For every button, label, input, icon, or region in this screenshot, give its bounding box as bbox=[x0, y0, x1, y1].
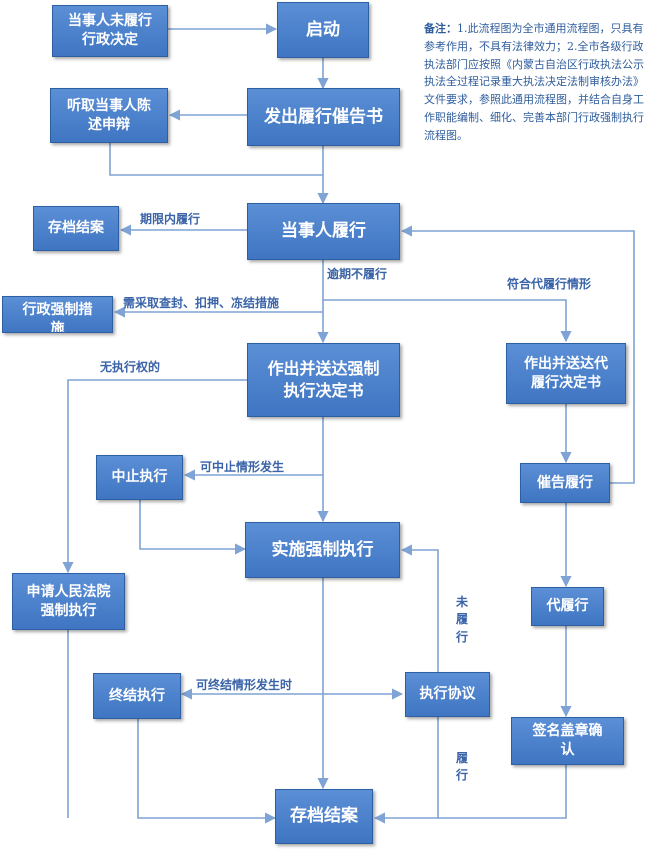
edge-suspend-enforce bbox=[139, 500, 247, 555]
node-agreement: 执行协议 bbox=[405, 672, 490, 717]
edge-urge-loop bbox=[400, 225, 635, 484]
label-not-fulfilled: 未履行 bbox=[455, 595, 468, 644]
node-urge-fulfill: 催告履行 bbox=[520, 463, 610, 503]
node-start: 启动 bbox=[277, 2, 369, 58]
node-party-fulfills: 当事人履行 bbox=[247, 203, 400, 260]
label-within-deadline: 期限内履行 bbox=[140, 212, 201, 226]
node-substitute-perform: 代履行 bbox=[531, 587, 604, 626]
label-suspend-case: 可中止情形发生 bbox=[200, 460, 285, 474]
label-fulfilled: 履行 bbox=[455, 751, 468, 783]
label-measures: 需采取查封、扣押、冻结措施 bbox=[123, 296, 280, 310]
node-issue-notice: 发出履行催告书 bbox=[247, 88, 400, 146]
label-substitute-case: 符合代履行情形 bbox=[507, 277, 592, 291]
remark-title: 备注： bbox=[424, 22, 457, 35]
edge-agreement-archive bbox=[373, 717, 439, 824]
edge-sign-archive bbox=[438, 765, 567, 819]
label-overdue: 逾期不履行 bbox=[327, 267, 388, 281]
label-terminate-case: 可终结情形发生时 bbox=[196, 678, 293, 692]
node-admin-measures: 行政强制措 施 bbox=[2, 296, 113, 333]
edge-to-substitute bbox=[323, 299, 572, 343]
node-terminate: 终结执行 bbox=[93, 673, 181, 719]
node-archive-bottom: 存档结案 bbox=[275, 789, 373, 844]
node-substitute-decision: 作出并送达代 履行决定书 bbox=[506, 343, 626, 404]
edge-hear-merge bbox=[109, 143, 323, 176]
node-make-decision: 作出并送达强制 执行决定书 bbox=[247, 343, 400, 417]
edge-terminate-archive bbox=[137, 719, 277, 824]
edge-agreement-enforce bbox=[400, 544, 439, 672]
node-suspend: 中止执行 bbox=[96, 455, 183, 500]
remark-note: 备注：1.此流程图为全市通用流程图，只具有参考作用，不具有法律效力；2.全市各级… bbox=[424, 20, 644, 145]
node-hear-statement: 听取当事人陈 述申辩 bbox=[50, 88, 168, 143]
node-unfulfilled-decision: 当事人未履行 行政决定 bbox=[52, 5, 168, 57]
node-sign-confirm: 签名盖章确 认 bbox=[511, 717, 624, 765]
node-apply-court: 申请人民法院 强制执行 bbox=[12, 573, 125, 630]
node-archive-top: 存档结案 bbox=[33, 206, 119, 251]
remark-text: 1.此流程图为全市通用流程图，只具有参考作用，不具有法律效力；2.全市各级行政执… bbox=[424, 22, 644, 142]
edge-to-court bbox=[62, 379, 247, 574]
node-enforce: 实施强制执行 bbox=[245, 522, 400, 578]
label-no-power: 无执行权的 bbox=[100, 360, 161, 374]
